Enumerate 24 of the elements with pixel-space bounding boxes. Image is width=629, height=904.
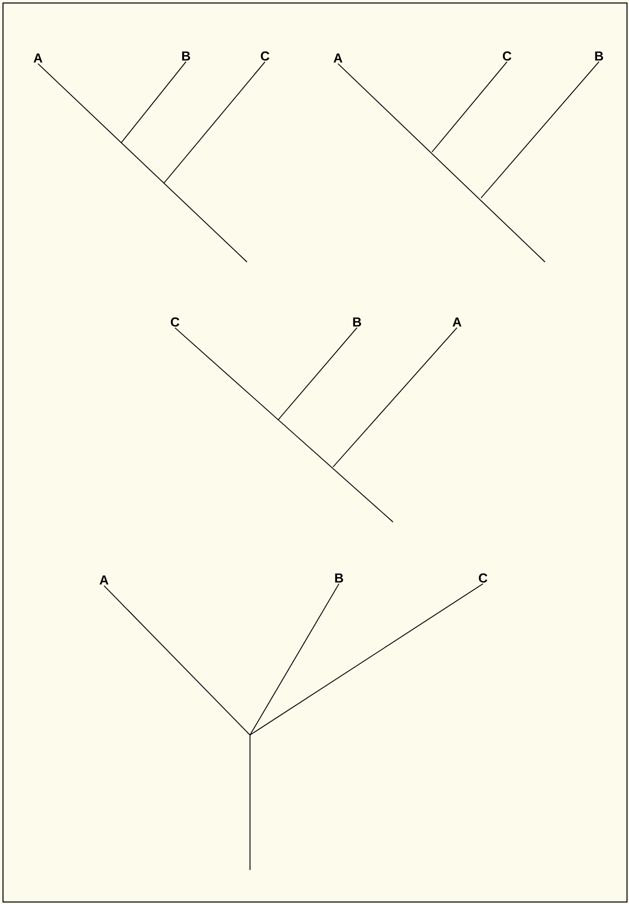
leaf-label: A	[452, 318, 462, 326]
branch-line	[120, 61, 186, 144]
leaf-label: C	[170, 317, 180, 327]
branch-line	[332, 327, 458, 468]
leaf-label: B	[335, 574, 344, 582]
branch-line	[480, 61, 600, 198]
leaf-label: B	[182, 52, 190, 60]
leaf-label: C	[502, 51, 512, 61]
branch-line	[164, 61, 266, 184]
leaf-label: C	[478, 573, 488, 583]
leaf-label: B	[595, 52, 604, 60]
branch-line	[278, 327, 358, 420]
leaf-label: A	[34, 54, 42, 62]
branch-line	[338, 63, 546, 262]
branch-line	[432, 61, 508, 152]
leaf-label: A	[334, 54, 342, 62]
leaf-label: A	[100, 576, 108, 584]
branch-line	[104, 585, 250, 736]
branch-line	[250, 583, 340, 736]
branch-line	[250, 583, 484, 736]
branch-line	[174, 327, 394, 522]
leaf-label: C	[260, 51, 270, 61]
branch-line	[38, 63, 248, 262]
leaf-label: B	[353, 318, 362, 326]
